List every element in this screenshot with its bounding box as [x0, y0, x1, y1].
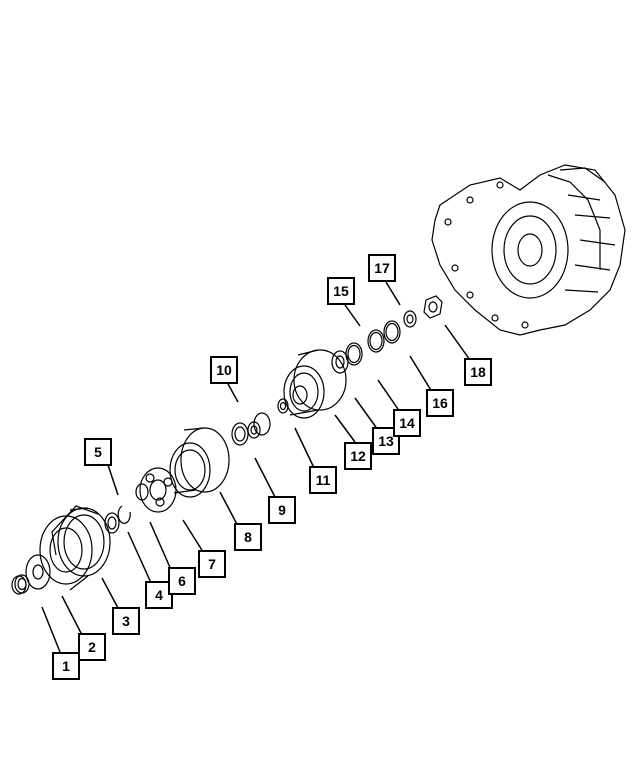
callout-9: 9: [268, 496, 296, 524]
callout-14: 14: [393, 409, 421, 437]
callout-13: 13: [372, 427, 400, 455]
callout-12: 12: [344, 442, 372, 470]
part-8-thrust-washer: [231, 422, 249, 446]
part-9-sun-gear: [247, 412, 271, 439]
part-15-washer: [367, 329, 385, 353]
callout-6: 6: [168, 567, 196, 595]
part-1-bearing: [11, 574, 30, 595]
part-7-ring-gear: [169, 427, 230, 498]
callout-11: 11: [309, 466, 337, 494]
callout-16: 16: [426, 389, 454, 417]
transmission-case: [431, 164, 626, 336]
callout-3: 3: [112, 607, 140, 635]
part-14-race: [345, 342, 363, 366]
part-2-thrust-washer: [25, 554, 51, 590]
callout-8: 8: [234, 523, 262, 551]
callout-17: 17: [368, 254, 396, 282]
callout-18: 18: [464, 358, 492, 386]
part-18-nut: [423, 295, 443, 319]
callout-10: 10: [210, 356, 238, 384]
part-17-bearing: [403, 310, 417, 328]
callout-7: 7: [198, 550, 226, 578]
part-3-clutch-drum: [39, 505, 111, 591]
callout-5: 5: [84, 438, 112, 466]
part-16-shim: [383, 320, 401, 344]
callout-2: 2: [78, 633, 106, 661]
part-5-snap-ring: [117, 505, 131, 524]
part-11-gear-assembly: [283, 349, 347, 419]
callout-15: 15: [327, 277, 355, 305]
callout-1: 1: [52, 652, 80, 680]
part-4-thrust-bearing: [104, 512, 120, 534]
part-10-washer: [277, 398, 289, 414]
leader-lines: [41, 281, 471, 653]
